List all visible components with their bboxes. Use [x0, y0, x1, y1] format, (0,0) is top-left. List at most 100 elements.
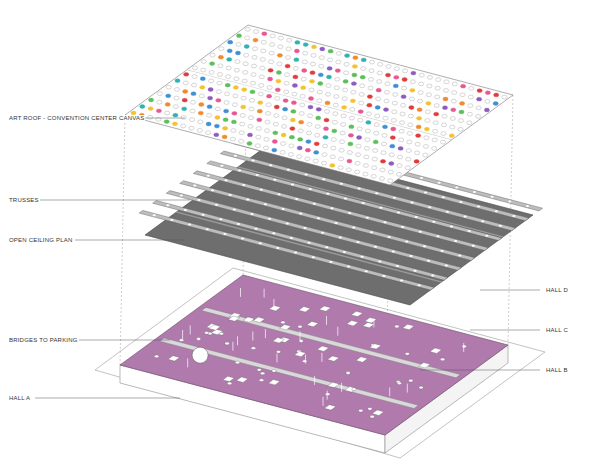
roof-dot	[330, 164, 335, 168]
truss-hole	[441, 250, 444, 252]
roof-dot	[419, 82, 424, 86]
roof-dot	[318, 73, 323, 77]
truss-hole	[455, 186, 458, 188]
roof-dot	[325, 92, 330, 96]
roof-dot	[245, 27, 250, 31]
roof-dot	[361, 67, 366, 71]
roof-dot	[192, 66, 197, 70]
roof-dot	[369, 69, 374, 73]
truss-hole	[166, 204, 169, 206]
column	[407, 384, 408, 393]
exhibit	[365, 318, 377, 323]
leader-lines	[35, 118, 540, 398]
exhibit	[268, 380, 280, 385]
roof-dot	[364, 155, 369, 159]
truss-hole	[356, 241, 359, 243]
column	[182, 330, 183, 339]
roof-dot	[290, 118, 295, 122]
roof-dot	[332, 129, 337, 133]
roof-dot	[335, 69, 340, 73]
roof-dot	[397, 155, 402, 159]
roof-dot	[239, 139, 244, 143]
roof-dot	[396, 172, 401, 176]
roof-dot	[390, 136, 395, 140]
exhibit	[403, 324, 415, 329]
exhibit	[440, 358, 444, 361]
roof-dot	[341, 123, 346, 127]
ceiling-line	[176, 211, 442, 282]
roof-dot	[249, 99, 254, 103]
roof-dot	[208, 88, 213, 92]
roof-dot	[283, 107, 288, 111]
roof-dot	[441, 132, 446, 136]
roof-dot	[335, 77, 340, 81]
roof-dot	[336, 52, 341, 56]
truss-hole	[329, 261, 332, 263]
roof-dot	[416, 134, 421, 138]
roof-dot	[253, 30, 258, 34]
roof-dot	[251, 73, 256, 77]
roof-dot	[477, 89, 482, 93]
roof-dot	[452, 91, 457, 95]
roof-dot	[266, 112, 271, 116]
exhibit	[280, 325, 292, 330]
roof-dot	[427, 76, 432, 80]
roof-dot	[247, 133, 252, 137]
exhibit	[419, 386, 423, 389]
roof-dot	[494, 93, 499, 97]
roof-dot	[484, 108, 489, 112]
roof-dot	[363, 164, 368, 168]
roof-dot	[449, 134, 454, 138]
roof-dot	[269, 51, 274, 55]
roof-dot	[340, 131, 345, 135]
roof-dot	[352, 73, 357, 77]
roof-dot	[476, 115, 481, 119]
truss-hole	[415, 216, 418, 218]
roof-dot	[336, 60, 341, 64]
roof-dot	[377, 71, 382, 75]
roof-dot	[263, 146, 268, 150]
roof-dot	[216, 90, 221, 94]
roof-dot	[175, 79, 180, 83]
roof-dot	[181, 116, 186, 120]
roof-dot	[368, 78, 373, 82]
truss-hole	[286, 222, 289, 224]
roof-dot	[365, 138, 370, 142]
roof-dot	[297, 146, 302, 150]
column	[264, 289, 265, 298]
roof-dot	[268, 77, 273, 81]
roof-dot	[311, 45, 316, 49]
roof-dot	[342, 97, 347, 101]
roof-dot	[345, 54, 350, 58]
roof-dot	[442, 106, 447, 110]
roof-dot	[292, 84, 297, 88]
roof-dot	[269, 60, 274, 64]
roof-dot	[324, 118, 329, 122]
roof-dot	[311, 54, 316, 58]
roof-dot	[270, 43, 275, 47]
roof-dot	[425, 110, 430, 114]
roof-dot	[443, 97, 448, 101]
roof-dot	[272, 148, 277, 152]
roof-dot	[444, 80, 449, 84]
truss-hole	[397, 211, 400, 213]
exhibit	[276, 350, 280, 353]
roof-dot	[468, 104, 473, 108]
truss-hole	[299, 213, 302, 215]
column	[252, 332, 253, 341]
roof-dot	[301, 86, 306, 90]
truss-hole	[400, 280, 403, 282]
roof-dot	[232, 103, 237, 107]
roof-dot	[166, 94, 171, 98]
truss-hole	[423, 245, 426, 247]
roof-dot	[467, 112, 472, 116]
roof-dot	[372, 157, 377, 161]
roof-dot	[268, 68, 273, 72]
roof-dot	[291, 101, 296, 105]
truss-hole	[308, 242, 311, 244]
truss-hole	[339, 236, 342, 238]
roof-dot	[323, 127, 328, 131]
column	[341, 383, 342, 392]
roof-seam	[187, 70, 453, 141]
truss-hole	[268, 218, 271, 220]
